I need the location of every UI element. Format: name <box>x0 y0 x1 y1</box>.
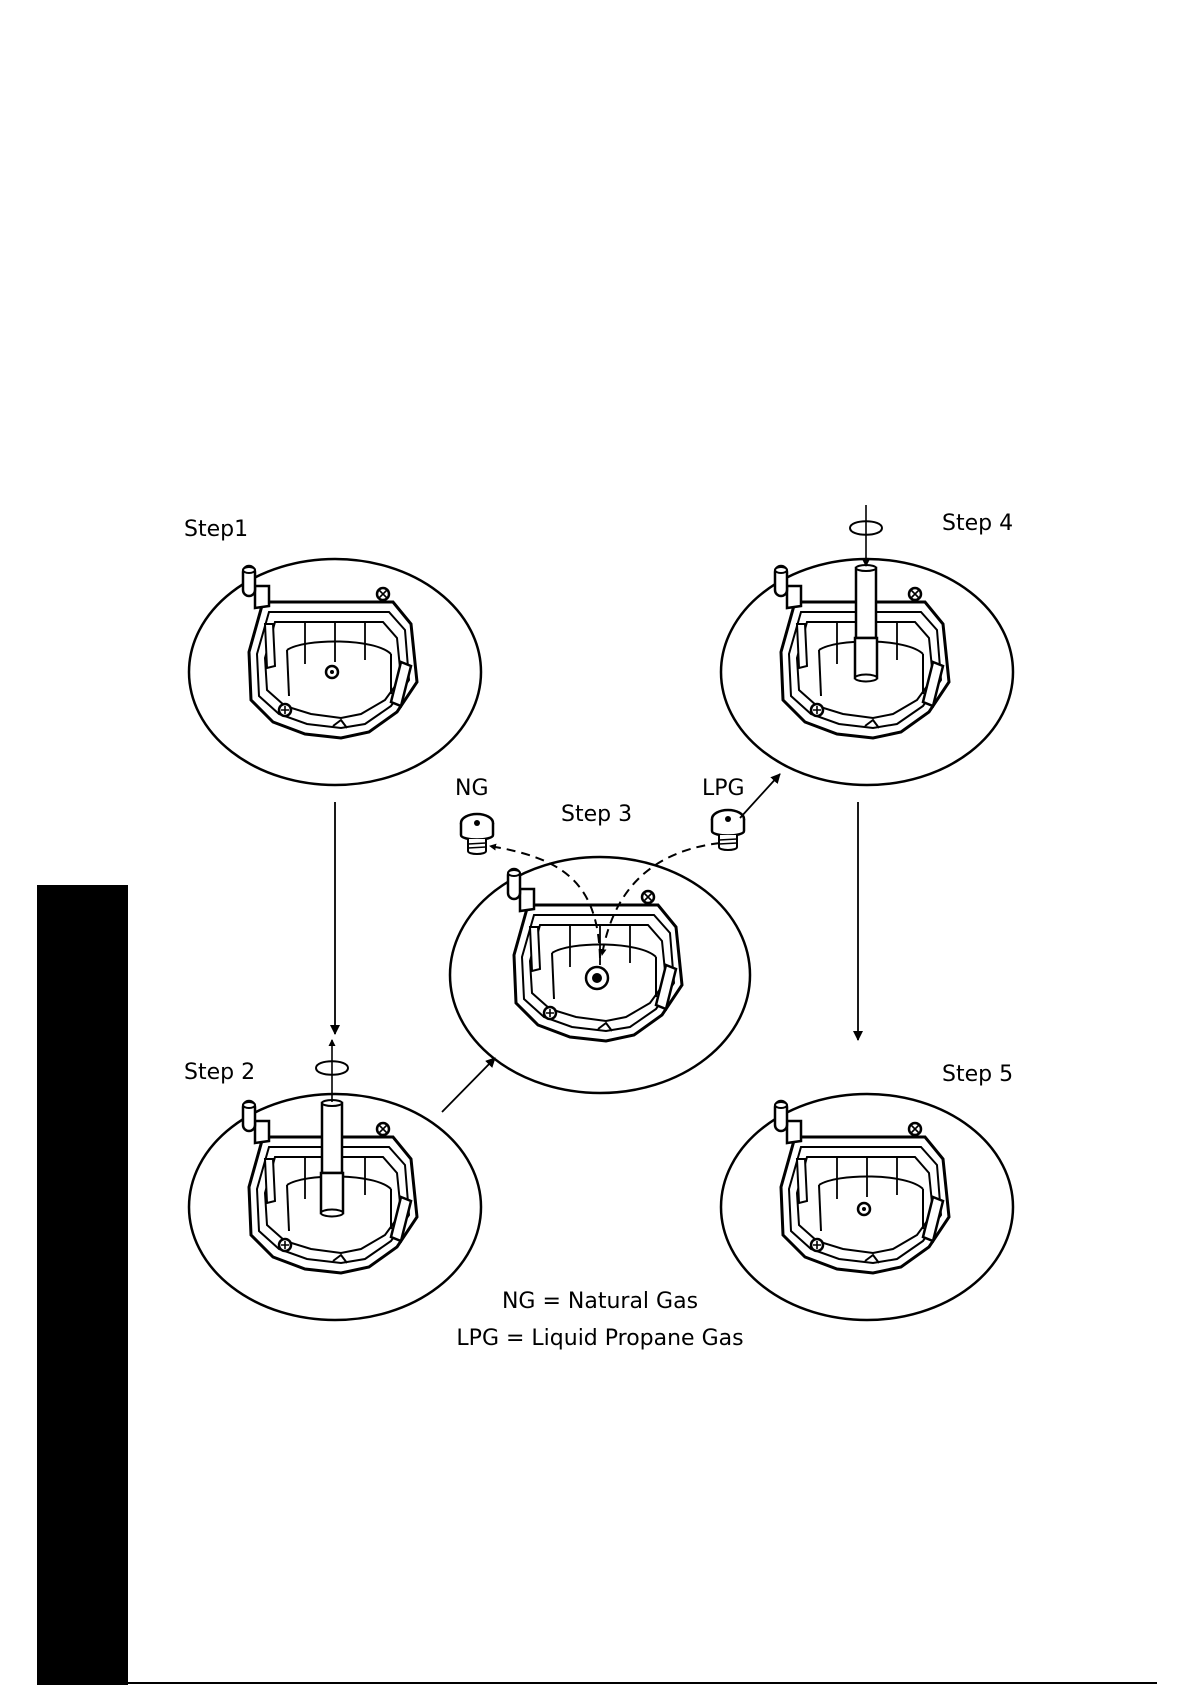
step5-label: Step 5 <box>942 1064 1013 1086</box>
jet-nozzle-installed <box>326 666 338 678</box>
lpg-jet-label: LPG <box>702 778 745 800</box>
arrow-step2-to-step3 <box>442 1058 495 1112</box>
legend-ng: NG = Natural Gas <box>430 1291 770 1313</box>
ng-jet-label: NG <box>455 778 489 800</box>
legend-lpg: LPG = Liquid Propane Gas <box>430 1328 770 1350</box>
arrow-step3-to-step4 <box>740 774 780 818</box>
step5-burner <box>721 1094 1013 1320</box>
step3-burner <box>450 810 750 1093</box>
nut-driver-tool <box>855 565 877 682</box>
ng-jet-removed <box>461 814 493 854</box>
step1-burner <box>189 559 481 785</box>
empty-jet-seat <box>586 967 608 989</box>
step4-burner <box>721 505 1013 785</box>
jet-nozzle-installed <box>858 1203 870 1215</box>
step2-label: Step 2 <box>184 1062 255 1084</box>
step3-label: Step 3 <box>561 804 632 826</box>
nut-driver-tool <box>321 1100 343 1217</box>
step1-label: Step1 <box>184 519 248 541</box>
step4-label: Step 4 <box>942 513 1013 535</box>
